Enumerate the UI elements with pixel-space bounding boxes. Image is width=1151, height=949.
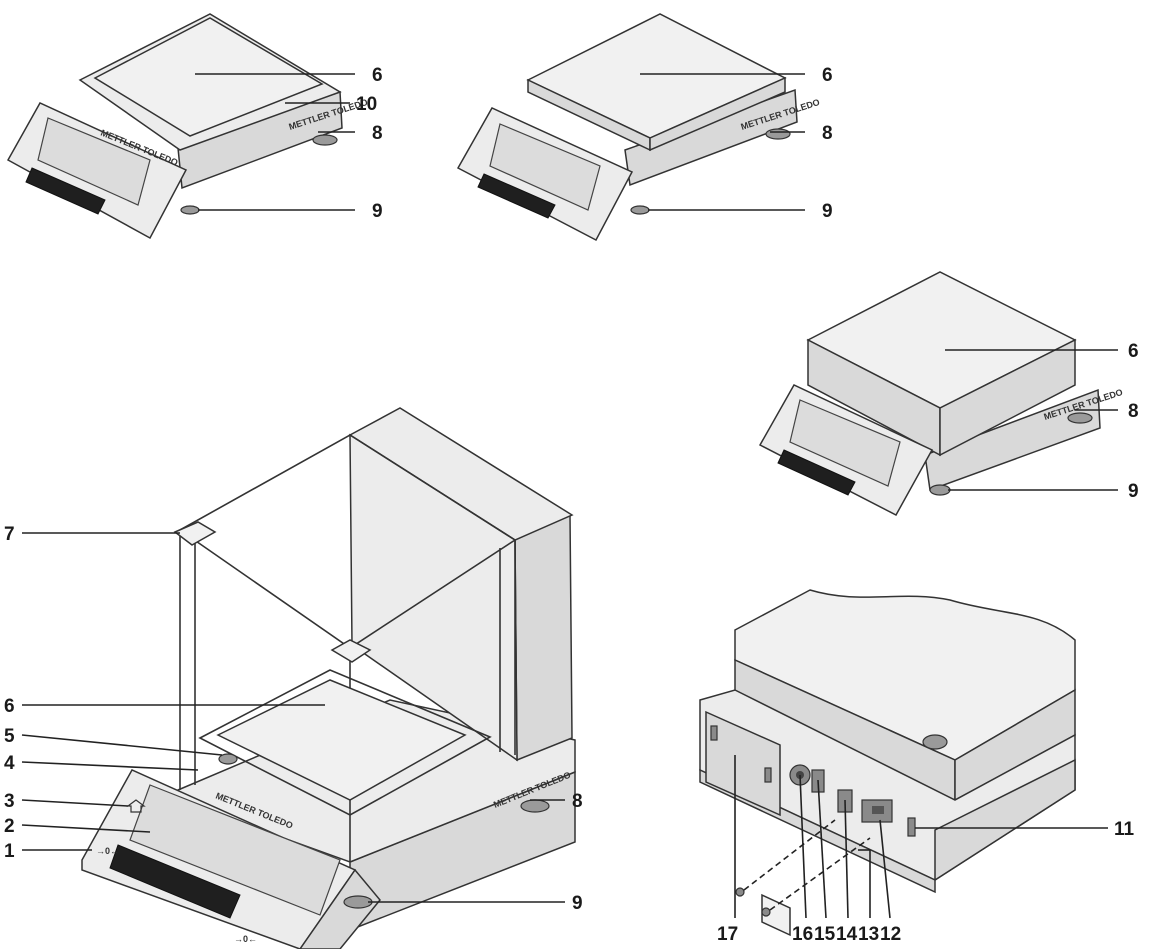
callout-4: 4 [4,753,15,774]
screw-top [735,887,745,897]
callout-8-a: 8 [372,123,383,144]
callout-15: 15 [814,924,836,945]
onoff-key: →0← [96,846,119,856]
callout-13: 13 [858,924,879,945]
terminal-keybar [477,173,556,219]
weighing-pan [216,679,467,801]
door-handle-top [173,521,217,546]
balance-large-pan: METTLER TOLEDO METTLER TOLEDO [6,13,369,240]
leveling-foot [180,205,200,215]
callout-10: 10 [356,94,377,115]
callout-14: 14 [836,924,858,945]
callout-1: 1 [4,841,15,862]
rear-column [514,513,573,762]
leader-16 [799,774,807,919]
callout-12: 12 [880,924,901,945]
callout-9-c: 9 [1128,481,1139,502]
leader-2 [21,824,151,833]
callout-11: 11 [1114,819,1135,840]
terminal-keybar [777,449,856,496]
leader-12 [879,819,891,919]
terminal-keybar [25,167,106,215]
callout-8-d: 8 [572,791,583,812]
leader-14 [844,799,849,919]
terminal-keybar [109,844,241,919]
assembly-guide-b [769,837,871,911]
weighing-pan [734,589,1076,761]
home-icon [126,799,146,813]
terminal-screen [129,784,341,916]
terminal-screen [789,399,901,487]
balance-foot [520,799,550,813]
leveling-foot [630,205,650,215]
cover-latch-top [710,725,718,741]
callout-16: 16 [792,924,813,945]
callout-5: 5 [4,726,15,747]
callout-7: 7 [4,524,15,545]
balance-foot [1067,412,1093,424]
leader-5 [21,734,223,756]
zero-key: →0← [234,934,257,944]
door-handle-front [330,639,372,663]
assembly-guide-a [743,819,836,891]
draft-shield-element [218,753,238,765]
cover-latch-bottom [764,767,772,783]
rs232-pins [872,806,884,814]
callout-2: 2 [4,816,15,837]
weighing-pan [93,17,324,137]
interface-cover-recess [705,710,781,817]
balance-rear-view [699,589,1076,937]
callout-8-c: 8 [1128,401,1139,422]
balance-foot [312,134,338,146]
callout-6-d: 6 [4,696,15,717]
base-body [924,388,1101,492]
callout-9-b: 9 [822,201,833,222]
terminal-side [299,868,381,949]
balance-compact: METTLER TOLEDO [758,271,1124,516]
callout-9-d: 9 [572,893,583,914]
anti-theft-slot [907,817,916,837]
screw-bottom [761,907,771,917]
leveling-foot [929,484,951,496]
leader-15 [817,779,827,919]
terminal-screen [489,123,601,211]
callout-17: 17 [717,924,738,945]
level-indicator [922,734,948,750]
pan-frame [198,669,492,816]
leader-3 [21,799,129,807]
leader-4 [21,761,199,771]
callout-6-c: 6 [1128,341,1139,362]
callout-6-b: 6 [822,65,833,86]
leveling-foot [343,895,373,909]
pan-edge-right [939,338,1076,457]
callout-9-a: 9 [372,201,383,222]
pan-edge-right [649,76,786,152]
callout-8-b: 8 [822,123,833,144]
callout-6-a: 6 [372,65,383,86]
balance-analytical: METTLER TOLEDO METTLER TOLEDO →0← →0← [81,407,576,949]
body-side [934,758,1076,882]
balance-foot [765,128,791,140]
terminal-screen [37,117,151,206]
balance-medium-pan: METTLER TOLEDO [456,13,821,242]
callout-3: 3 [4,791,15,812]
